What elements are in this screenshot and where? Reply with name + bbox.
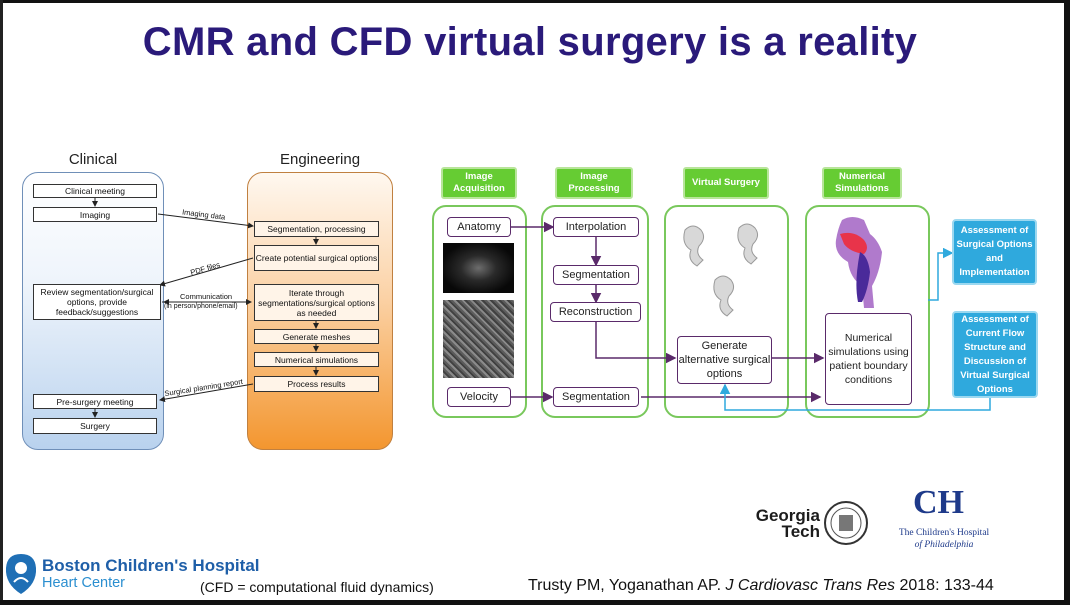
create-surgical-options-box: Create potential surgical options [254,245,379,271]
chop-name: The Children's Hospital [898,528,990,538]
engineering-header: Engineering [279,151,361,168]
left-border [0,0,3,605]
numerical-simulations-box: Numerical simulations [254,352,379,367]
velocity-mri-image [443,300,514,378]
surgery-box: Surgery [33,418,157,434]
footnote: (CFD = computational fluid dynamics) [200,579,434,595]
interpolation-box: Interpolation [553,217,639,237]
reconstruction-box: Reconstruction [550,302,641,322]
bottom-border [0,600,1070,605]
communication-label: Communication [180,292,233,301]
iterate-segmentations-box: Iterate through segmentations/surgical o… [254,284,379,321]
communication-sub-label: (in person/phone/email) [164,303,238,310]
anatomy-box: Anatomy [447,217,511,237]
boston-childrens-logo-icon [5,554,37,594]
velocity-box: Velocity [447,387,511,407]
numerical-simulations-box: Numerical simulations using patient boun… [825,313,912,405]
generate-meshes-box: Generate meshes [254,329,379,344]
output-assessment-surgical-options: Assessment of Surgical Options and Imple… [952,219,1037,285]
citation-details: 2018: 133-44 [899,577,994,594]
right-border [1064,0,1070,605]
citation: Trusty PM, Yoganathan AP. J Cardiovasc T… [528,577,994,595]
anatomy-mri-image [443,243,514,293]
pre-surgery-meeting-box: Pre-surgery meeting [33,394,157,409]
boston-hospital-name: Boston Children's Hospital [42,556,260,575]
segmentation-box: Segmentation [553,265,639,285]
stage-numerical-simulations: Numerical Simulations [822,167,902,199]
slide-title: CMR and CFD virtual surgery is a reality [142,20,918,64]
citation-authors: Trusty PM, Yoganathan AP. [528,577,722,594]
flow-simulation-illustration [835,217,882,308]
chop-monogram-logo: CH [913,484,964,521]
boston-heart-center: Heart Center [42,575,126,591]
velocity-segmentation-box: Segmentation [553,387,639,407]
review-segmentation-box: Review segmentation/surgical options, pr… [33,284,161,320]
chop-city: of Philadelphia [914,540,974,550]
citation-journal: J Cardiovasc Trans Res [725,577,896,594]
top-border [0,0,1070,3]
stage-image-acquisition: Image Acquisition [441,167,517,199]
clinical-meeting-box: Clinical meeting [33,184,157,198]
imaging-box: Imaging [33,207,157,222]
output-assessment-flow-structure: Assessment of Current Flow Structure and… [952,311,1038,398]
georgia-tech-wordmark: Georgia Tech [755,506,820,541]
vessel-models-illustration [683,223,759,317]
generate-alternative-box: Generate alternative surgical options [677,336,772,384]
stage-image-processing: Image Processing [555,167,633,199]
georgia-tech-seal-icon [824,501,868,545]
clinical-header: Clinical [68,151,118,168]
process-results-box: Process results [254,376,379,392]
segmentation-processing-box: Segmentation, processing [254,221,379,237]
stage-virtual-surgery: Virtual Surgery [683,167,769,199]
